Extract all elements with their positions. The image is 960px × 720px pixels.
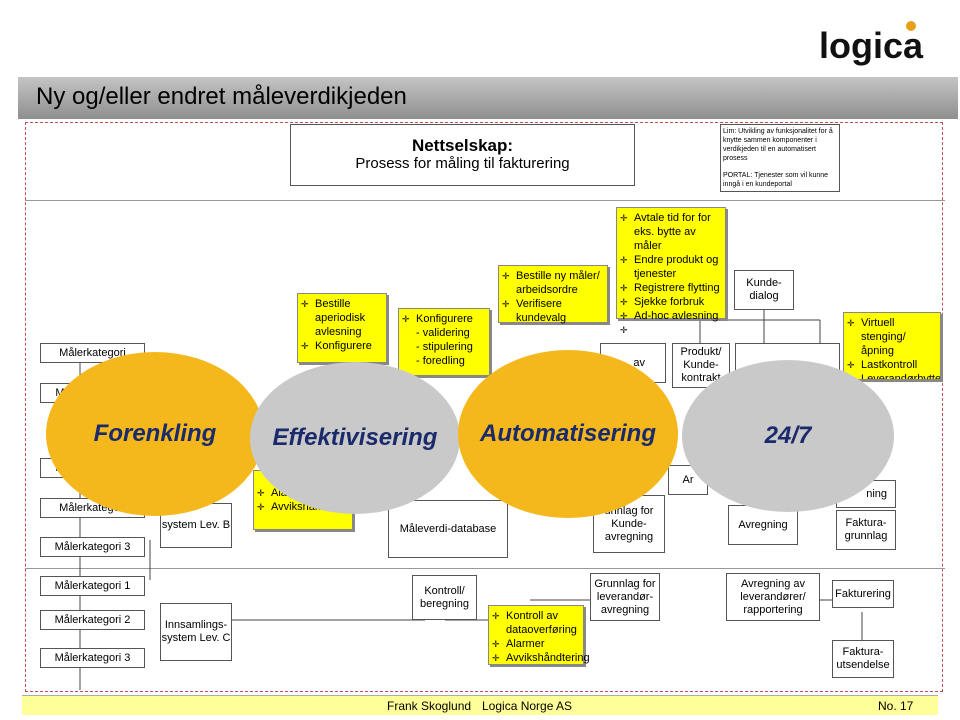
note-bestille-ny: Bestille ny måler/ arbeidsordre Verifise… xyxy=(498,265,608,324)
diagram-frame xyxy=(25,122,943,692)
maleverdi-db-box: Måleverdi-database xyxy=(388,500,508,558)
footer-page-number: No. 17 xyxy=(878,699,914,713)
avregning-box: Avregning xyxy=(728,505,798,545)
circle-automatisering: Automatisering xyxy=(458,350,678,518)
footer-company: Logica Norge AS xyxy=(482,699,573,713)
process-header: Nettselskap: Prosess for måling til fakt… xyxy=(290,124,635,186)
title-bar: Ny og/eller endret måleverdikjeden xyxy=(18,77,958,119)
note-kontroll-bottom: Kontroll av dataoverføring Alarmer Avvik… xyxy=(488,605,590,665)
innsamling-c-box: Innsamlings-system Lev. C xyxy=(160,603,232,661)
meter-label: Målerkategori 3 xyxy=(40,648,145,668)
footer-presenter: Frank Skoglund xyxy=(387,699,472,713)
logica-logo: logica xyxy=(815,14,935,74)
header-subtitle: Prosess for måling til fakturering xyxy=(355,155,570,172)
kontroll-beregning-box: Kontroll/ beregning xyxy=(412,575,477,620)
note-bestille: Bestille aperiodisk avlesning Konfigurer… xyxy=(297,293,387,363)
circle-24-7: 24/7 xyxy=(682,360,894,512)
note-avtale: Avtale tid for for eks. bytte av måler E… xyxy=(616,207,726,337)
fakturering-box: Fakturering xyxy=(832,580,894,608)
grunnlag-lev-box: Grunnlag for leverandør-avregning xyxy=(590,573,660,621)
note-konfigurere: Konfigurere - validering - stipulering -… xyxy=(398,308,490,376)
avregning-lev-box: Avregning av leverandører/ rapportering xyxy=(726,573,820,621)
circle-forenkling: Forenkling xyxy=(46,352,264,516)
footer: Frank Skoglund Logica Norge AS No. 17 xyxy=(22,695,938,715)
lane-divider xyxy=(25,568,945,569)
meter-label: Målerkategori 3 xyxy=(40,537,145,557)
faktura-grunnlag-box: Faktura-grunnlag xyxy=(836,510,896,550)
note-virtuell: Virtuell stenging/ åpning Lastkontroll L… xyxy=(843,312,941,380)
legend-lim: Lim: Utvikling av funksjonalitet for å k… xyxy=(723,128,833,162)
faktura-utsendelse-box: Faktura-utsendelse xyxy=(832,640,894,678)
page-title: Ny og/eller endret måleverdikjeden xyxy=(36,83,407,110)
legend-box: Lim: Utvikling av funksjonalitet for å k… xyxy=(720,124,840,192)
circle-effektivisering: Effektivisering xyxy=(250,362,460,514)
meter-label: Målerkategori 2 xyxy=(40,610,145,630)
legend-portal: PORTAL: Tjenester som vil kunne inngå i … xyxy=(723,172,829,188)
svg-text:logica: logica xyxy=(819,25,924,66)
kundedialog-box: Kunde-dialog xyxy=(734,270,794,310)
lane-divider xyxy=(25,200,945,201)
header-title: Nettselskap: xyxy=(411,136,514,155)
meter-label: Målerkategori 1 xyxy=(40,576,145,596)
